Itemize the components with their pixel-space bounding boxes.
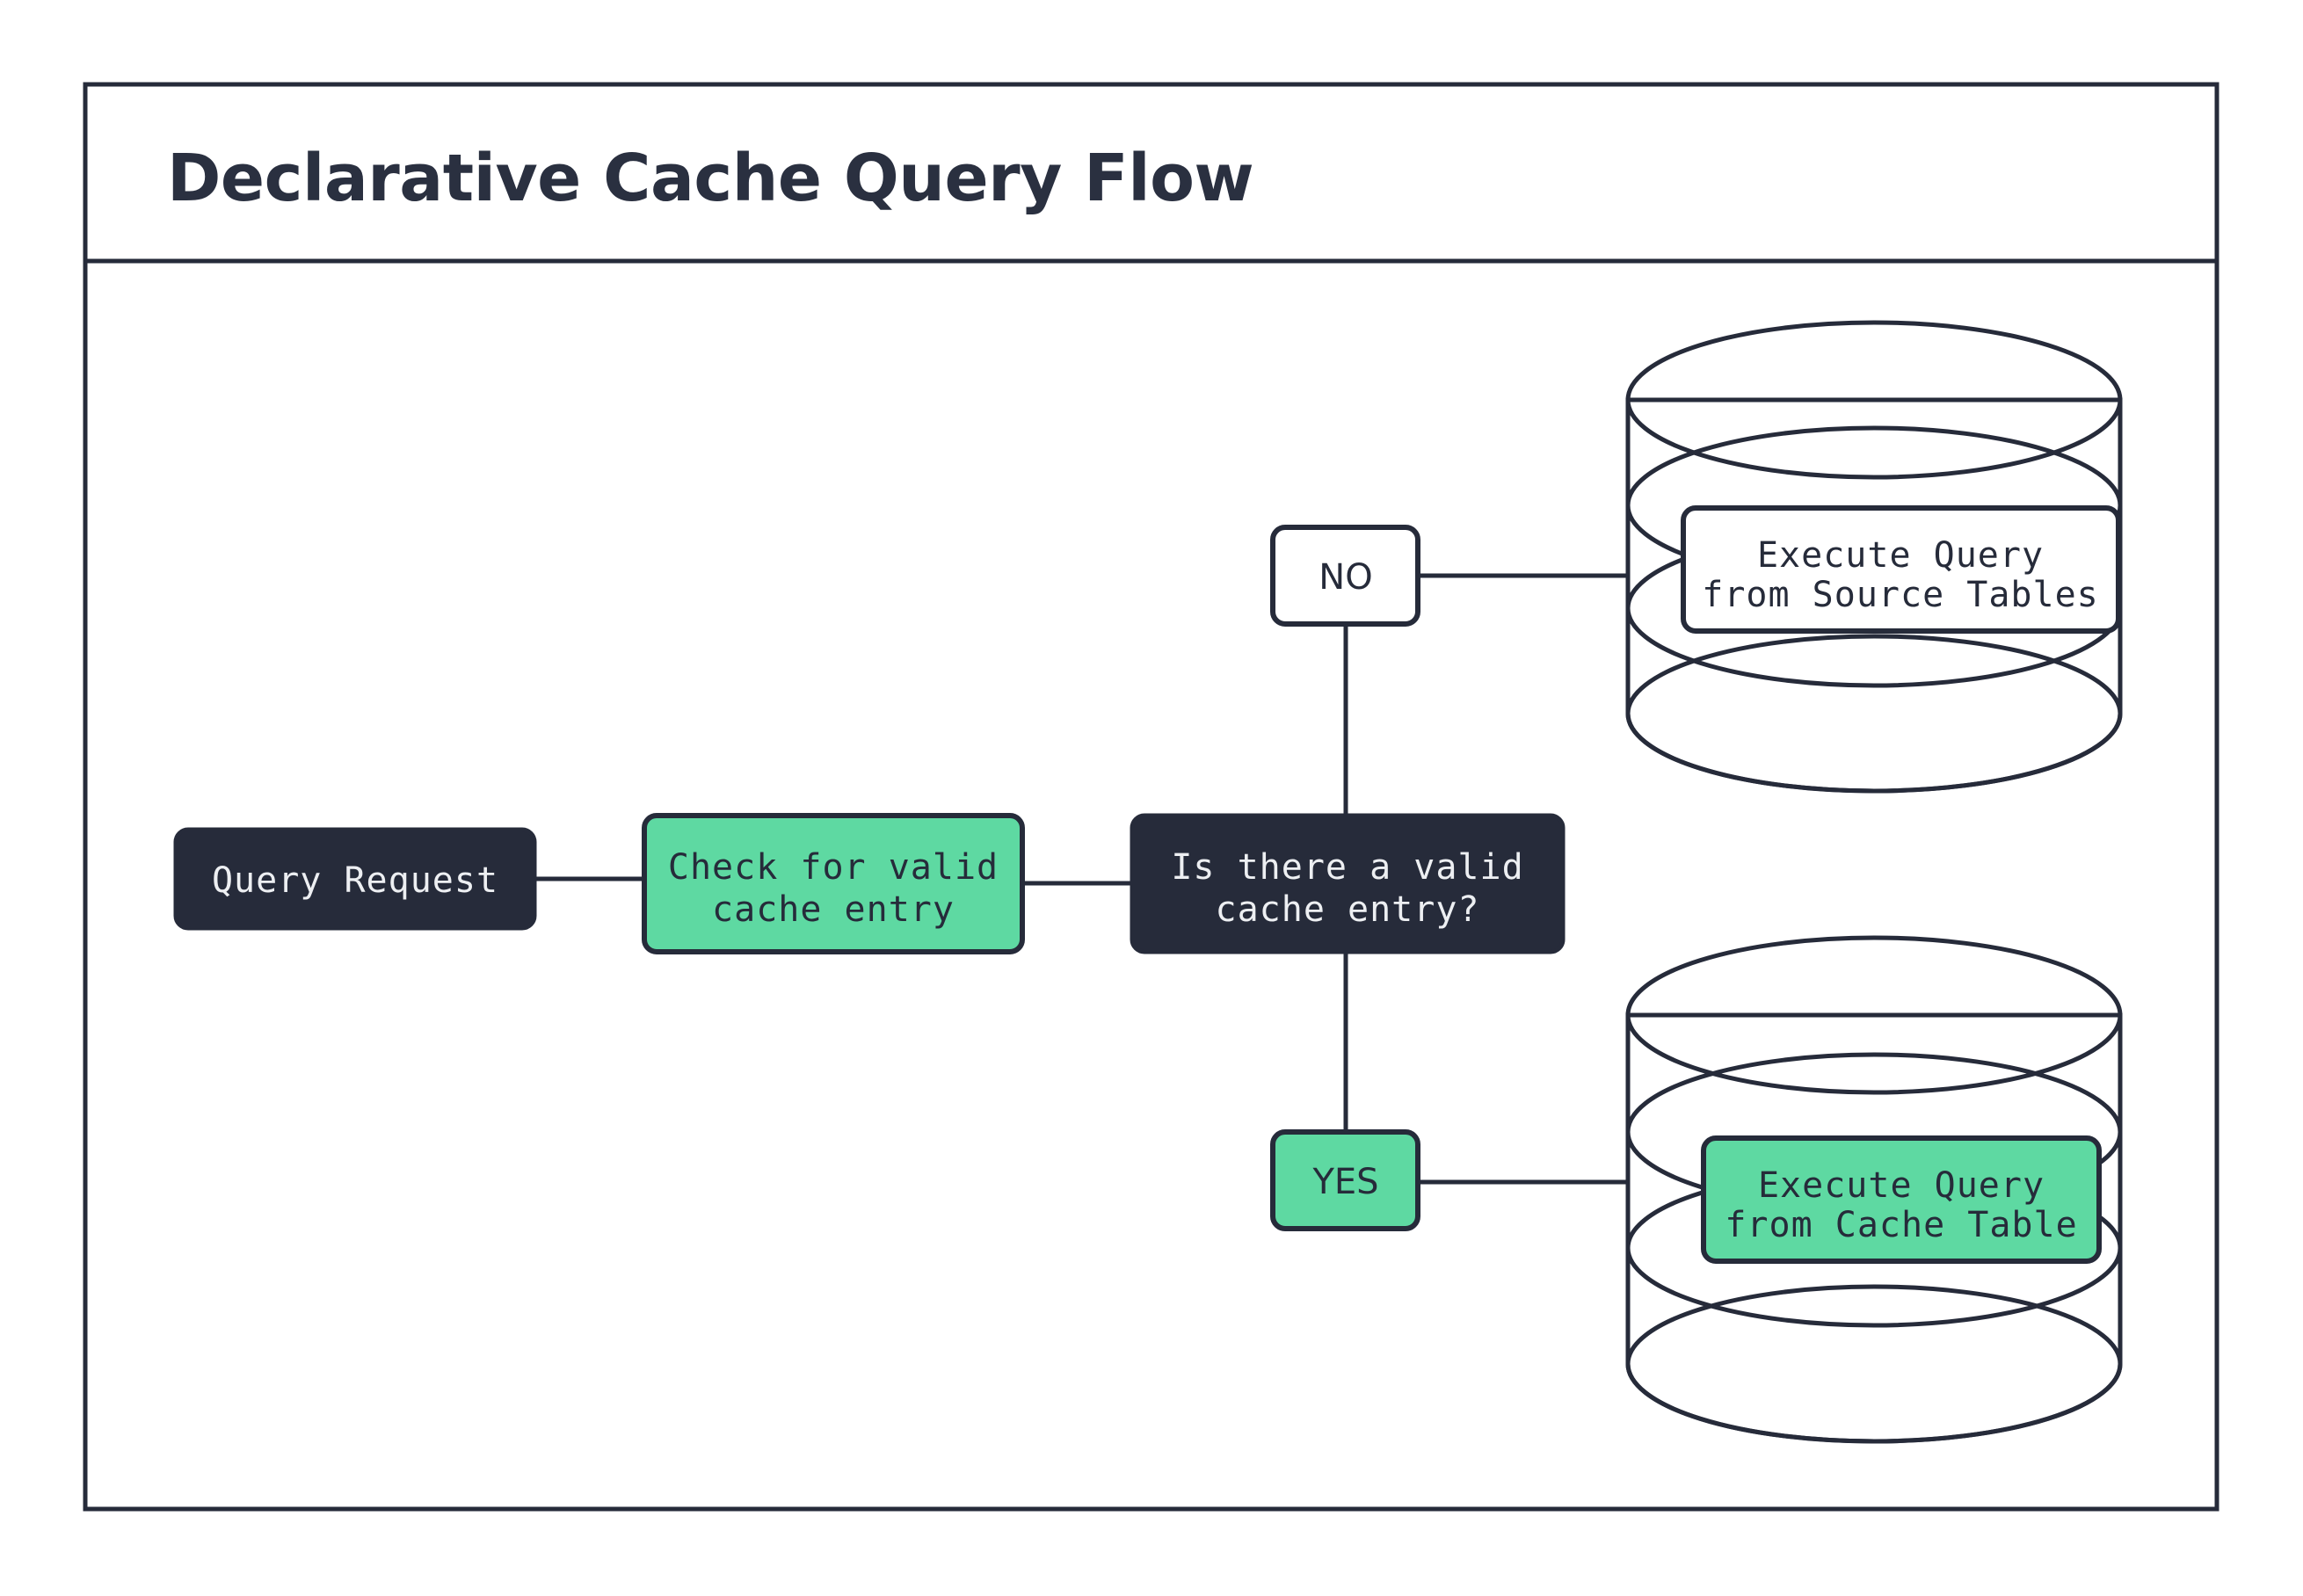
- node-execute-query-cache-table[interactable]: Execute Query from Cache Table: [1701, 1135, 2102, 1264]
- diagram-frame: [83, 82, 2219, 1512]
- node-execute-query-source-tables[interactable]: Execute Query from Source Tables: [1681, 505, 2121, 634]
- branch-label-no-text: NO: [1319, 557, 1372, 598]
- node-check-cache-entry-label-line2: cache entry: [712, 889, 955, 930]
- node-query-request-label: Query Request: [212, 860, 498, 901]
- page-title: Declarative Cache Query Flow: [167, 141, 1253, 216]
- node-decision-valid-cache-label-line2: cache entry?: [1216, 889, 1480, 930]
- branch-label-no[interactable]: NO: [1270, 525, 1420, 627]
- node-query-request[interactable]: Query Request: [173, 827, 537, 931]
- node-execute-query-cache-table-label-line2: from Cache Table: [1725, 1205, 2077, 1245]
- node-decision-valid-cache-label-line1: Is there a valid: [1171, 847, 1523, 888]
- node-execute-query-source-tables-label-line1: Execute Query: [1757, 535, 2044, 576]
- branch-label-yes-text: YES: [1311, 1162, 1378, 1202]
- node-decision-valid-cache[interactable]: Is there a valid cache entry?: [1130, 813, 1566, 954]
- node-check-cache-entry[interactable]: Check for valid cache entry: [642, 813, 1025, 954]
- node-execute-query-source-tables-label-line2: from Source Tables: [1702, 575, 2098, 615]
- node-execute-query-cache-table-label-line1: Execute Query: [1758, 1165, 2045, 1206]
- node-check-cache-entry-label-line1: Check for valid: [668, 847, 999, 888]
- branch-label-yes[interactable]: YES: [1270, 1129, 1420, 1231]
